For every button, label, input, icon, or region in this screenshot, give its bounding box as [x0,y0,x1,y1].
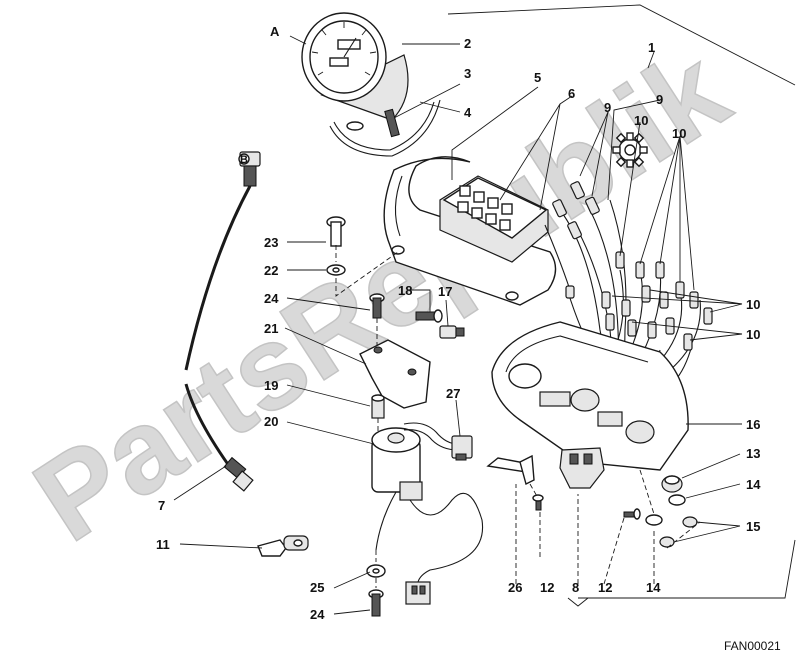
callout-19: 19 [264,378,278,393]
callout-7: 7 [158,498,165,513]
screw-12-right [623,508,641,520]
callout-24b: 24 [310,607,325,622]
callout-20: 20 [264,414,278,429]
connector-bracket[interactable] [559,447,605,489]
screw-18 [415,309,443,323]
clip-bracket[interactable] [486,454,535,486]
screw-12-left [532,494,544,511]
spacer-19 [371,394,385,419]
warning-light-unit[interactable] [439,175,549,263]
callout-11: 11 [156,537,170,552]
callout-labels: A B 1 2 3 4 5 6 9 9 10 10 10 10 16 13 14… [156,24,761,622]
speedometer-gasket [329,99,441,157]
callout-12b: 12 [598,580,612,595]
callout-A: A [270,24,280,39]
callout-5: 5 [534,70,541,85]
spacer-14-lower [645,514,663,526]
ignition-key [257,535,309,557]
callout-10b: 10 [672,126,686,141]
callout-6: 6 [568,86,575,101]
callout-2: 2 [464,36,471,51]
callout-14a: 14 [746,477,761,492]
callout-9a: 9 [604,100,611,115]
callout-1: 1 [648,40,655,55]
ignition-switch[interactable] [371,427,484,583]
callout-4: 4 [464,105,472,120]
callout-15: 15 [746,519,760,534]
figure-code: FAN00021 [724,639,781,653]
callout-10d: 10 [746,327,760,342]
callout-24a: 24 [264,291,279,306]
speedometer-ticks [311,22,377,76]
nut-17 [439,325,465,339]
callout-22: 22 [264,263,278,278]
assembly-dashed-lines [335,245,701,588]
assembly-outline [447,4,796,599]
washer-22 [326,264,346,276]
rubber-grommet [661,475,683,493]
callout-B: B [240,154,248,166]
callout-12a: 12 [540,580,554,595]
screw-24-lower [368,589,384,617]
callout-25: 25 [310,580,324,595]
callout-18: 18 [398,283,412,298]
callout-8: 8 [572,580,579,595]
callout-3: 3 [464,66,471,81]
washer-25 [366,564,386,578]
spacer-14 [668,494,686,506]
ignition-connector [405,581,431,605]
callout-27: 27 [446,386,460,401]
callout-16: 16 [746,417,760,432]
callout-17: 17 [438,284,452,299]
callout-9b: 9 [656,92,663,107]
instrument-housing[interactable] [491,321,689,471]
callout-14b: 14 [646,580,661,595]
callout-13: 13 [746,446,760,461]
leader-lines [173,35,743,615]
connector-27 [403,422,473,461]
speedometer[interactable] [301,12,409,138]
callout-23: 23 [264,235,278,250]
callout-21: 21 [264,321,278,336]
callout-10c: 10 [746,297,760,312]
gear-icon [612,132,648,168]
callout-10a: 10 [634,113,648,128]
callout-B-circle [238,153,250,165]
ignition-bracket[interactable] [359,339,431,409]
nut-15 [659,516,698,548]
callout-26: 26 [508,580,522,595]
